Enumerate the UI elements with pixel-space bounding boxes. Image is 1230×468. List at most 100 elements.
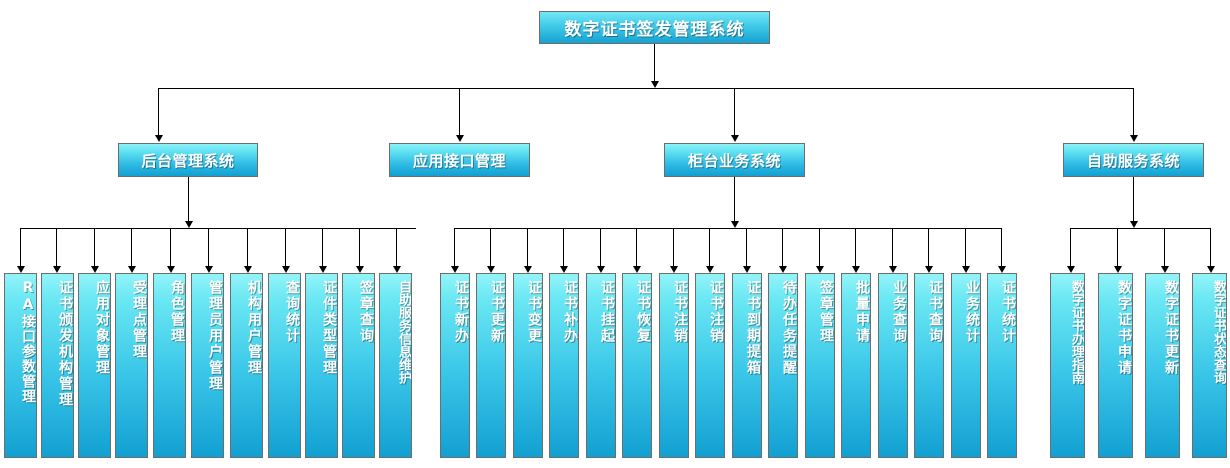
leaf-node-backend-5[interactable]: 管理员用户管理: [191, 273, 224, 458]
leaf-node-counter-8[interactable]: 证书到期提箱: [732, 273, 762, 458]
connector-root-stem: [654, 44, 655, 81]
connector-stem-selfservice: [1133, 177, 1134, 221]
connector-drop-counter-7: [709, 228, 710, 266]
connector-arrow-counter-0: [451, 266, 459, 273]
connector-arrow-selfservice-0: [1067, 266, 1075, 273]
branch-node-api[interactable]: 应用接口管理: [389, 143, 530, 177]
leaf-node-counter-6-label: 证书注销: [672, 280, 688, 344]
leaf-node-backend-8[interactable]: 证件类型管理: [305, 273, 338, 458]
leaf-node-selfservice-1[interactable]: 数字证书申请: [1098, 273, 1133, 458]
leaf-node-backend-7[interactable]: 查询统计: [268, 273, 301, 458]
leaf-node-selfservice-1-label: 数字证书申请: [1116, 280, 1132, 376]
connector-arrow-counter-2: [524, 266, 532, 273]
leaf-node-backend-4[interactable]: 角色管理: [153, 273, 186, 458]
connector-drop-backend-5: [208, 228, 209, 266]
leaf-node-counter-6[interactable]: 证书注销: [659, 273, 689, 458]
connector-arrow-counter-14: [962, 266, 970, 273]
leaf-node-backend-5-label: 管理员用户管理: [207, 280, 223, 392]
leaf-node-backend-3[interactable]: 受理点管理: [115, 273, 148, 458]
leaf-node-backend-9-label: 签章查询: [358, 280, 374, 344]
connector-arrow-counter-3: [560, 266, 568, 273]
connector-drop-selfservice-2: [1164, 228, 1165, 266]
connector-arrow-backend-8: [319, 266, 327, 273]
connector-stem-arrow-backend: [185, 221, 193, 228]
branch-node-api-label: 应用接口管理: [412, 151, 506, 170]
leaf-node-backend-2[interactable]: 应用对象管理: [78, 273, 111, 458]
connector-arrow-counter-9: [779, 266, 787, 273]
leaf-node-backend-6[interactable]: 机构用户管理: [230, 273, 263, 458]
leaf-node-counter-9-label: 待办任务提醒: [781, 280, 797, 376]
branch-node-backend-label: 后台管理系统: [141, 151, 235, 170]
leaf-node-counter-10[interactable]: 签章管理: [805, 273, 835, 458]
branch-node-counter[interactable]: 柜台业务系统: [664, 143, 805, 177]
leaf-node-backend-7-label: 查询统计: [284, 280, 300, 344]
connector-arrow-counter-4: [597, 266, 605, 273]
leaf-node-backend-8-label: 证件类型管理: [321, 280, 337, 376]
leaf-node-counter-11[interactable]: 批量申请: [841, 273, 871, 458]
connector-bus-backend: [20, 228, 416, 229]
connector-stem-arrow-selfservice: [1130, 221, 1138, 228]
leaf-node-counter-5[interactable]: 证书恢复: [622, 273, 652, 458]
leaf-node-selfservice-3[interactable]: 数字证书状态查询: [1192, 273, 1227, 458]
connector-arrow-counter-15: [998, 266, 1006, 273]
leaf-node-backend-0[interactable]: RA接口参数管理: [4, 273, 37, 458]
leaf-node-counter-1-label: 证书更新: [489, 280, 505, 344]
leaf-node-counter-13[interactable]: 证书查询: [914, 273, 944, 458]
leaf-node-counter-8-label: 证书到期提箱: [745, 280, 761, 376]
connector-arrow-selfservice-1: [1114, 266, 1122, 273]
leaf-node-counter-1[interactable]: 证书更新: [476, 273, 506, 458]
leaf-node-counter-15[interactable]: 证书统计: [987, 273, 1017, 458]
connector-drop-selfservice: [1133, 88, 1134, 135]
branch-node-backend[interactable]: 后台管理系统: [118, 143, 258, 177]
leaf-node-counter-12[interactable]: 业务查询: [878, 273, 908, 458]
connector-drop-backend-2: [94, 228, 95, 266]
leaf-node-backend-10[interactable]: 自助服务信息维护: [379, 273, 412, 458]
leaf-node-counter-3[interactable]: 证书补办: [549, 273, 579, 458]
connector-arrow-counter-12: [889, 266, 897, 273]
connector-arrow-counter-11: [852, 266, 860, 273]
connector-drop-backend-6: [247, 228, 248, 266]
connector-arrow-counter-1: [487, 266, 495, 273]
connector-drop-backend-8: [322, 228, 323, 266]
leaf-node-backend-0-label: RA接口参数管理: [20, 280, 36, 404]
connector-drop-counter-14: [965, 228, 966, 266]
leaf-node-backend-10-label: 自助服务信息维护: [396, 280, 411, 384]
branch-node-selfservice[interactable]: 自助服务系统: [1063, 143, 1204, 177]
connector-arrow-backend-9: [356, 266, 364, 273]
root-node[interactable]: 数字证书签发管理系统: [539, 11, 770, 44]
connector-drop-counter-4: [600, 228, 601, 266]
leaf-node-counter-9[interactable]: 待办任务提醒: [768, 273, 798, 458]
connector-arrow-backend-1: [53, 266, 61, 273]
connector-drop-counter-13: [928, 228, 929, 266]
connector-drop-backend-9: [359, 228, 360, 266]
leaf-node-counter-0[interactable]: 证书新办: [440, 273, 470, 458]
connector-top-bus: [158, 88, 1134, 89]
connector-arrow-selfservice-3: [1207, 266, 1215, 273]
connector-stem-counter: [734, 177, 735, 221]
connector-drop-backend-3: [131, 228, 132, 266]
leaf-node-counter-2[interactable]: 证书变更: [513, 273, 543, 458]
leaf-node-backend-9[interactable]: 签章查询: [342, 273, 375, 458]
leaf-node-backend-1-label: 证书颁发机构管理: [57, 280, 73, 408]
connector-drop-counter-2: [527, 228, 528, 266]
connector-arrow-backend-2: [91, 266, 99, 273]
leaf-node-counter-4[interactable]: 证书挂起: [586, 273, 616, 458]
connector-drop-selfservice-1: [1117, 228, 1118, 266]
leaf-node-counter-7[interactable]: 证书注销: [695, 273, 725, 458]
connector-arrow-backend-0: [17, 266, 25, 273]
branch-node-selfservice-label: 自助服务系统: [1086, 151, 1180, 170]
leaf-node-counter-5-label: 证书恢复: [635, 280, 651, 344]
leaf-node-selfservice-2[interactable]: 数字证书更新: [1145, 273, 1180, 458]
connector-arrow-backend: [155, 135, 163, 142]
connector-root-arrow: [651, 81, 659, 88]
leaf-node-selfservice-3-label: 数字证书状态查询: [1211, 280, 1226, 384]
connector-arrow-selfservice-2: [1161, 266, 1169, 273]
connector-arrow-selfservice: [1130, 135, 1138, 142]
leaf-node-selfservice-0[interactable]: 数字证书办理指南: [1050, 273, 1085, 458]
leaf-node-backend-1[interactable]: 证书颁发机构管理: [41, 273, 74, 458]
connector-arrow-api: [456, 135, 464, 142]
connector-bus-selfservice: [1070, 228, 1210, 229]
leaf-node-backend-6-label: 机构用户管理: [246, 280, 262, 376]
leaf-node-counter-14[interactable]: 业务统计: [951, 273, 981, 458]
